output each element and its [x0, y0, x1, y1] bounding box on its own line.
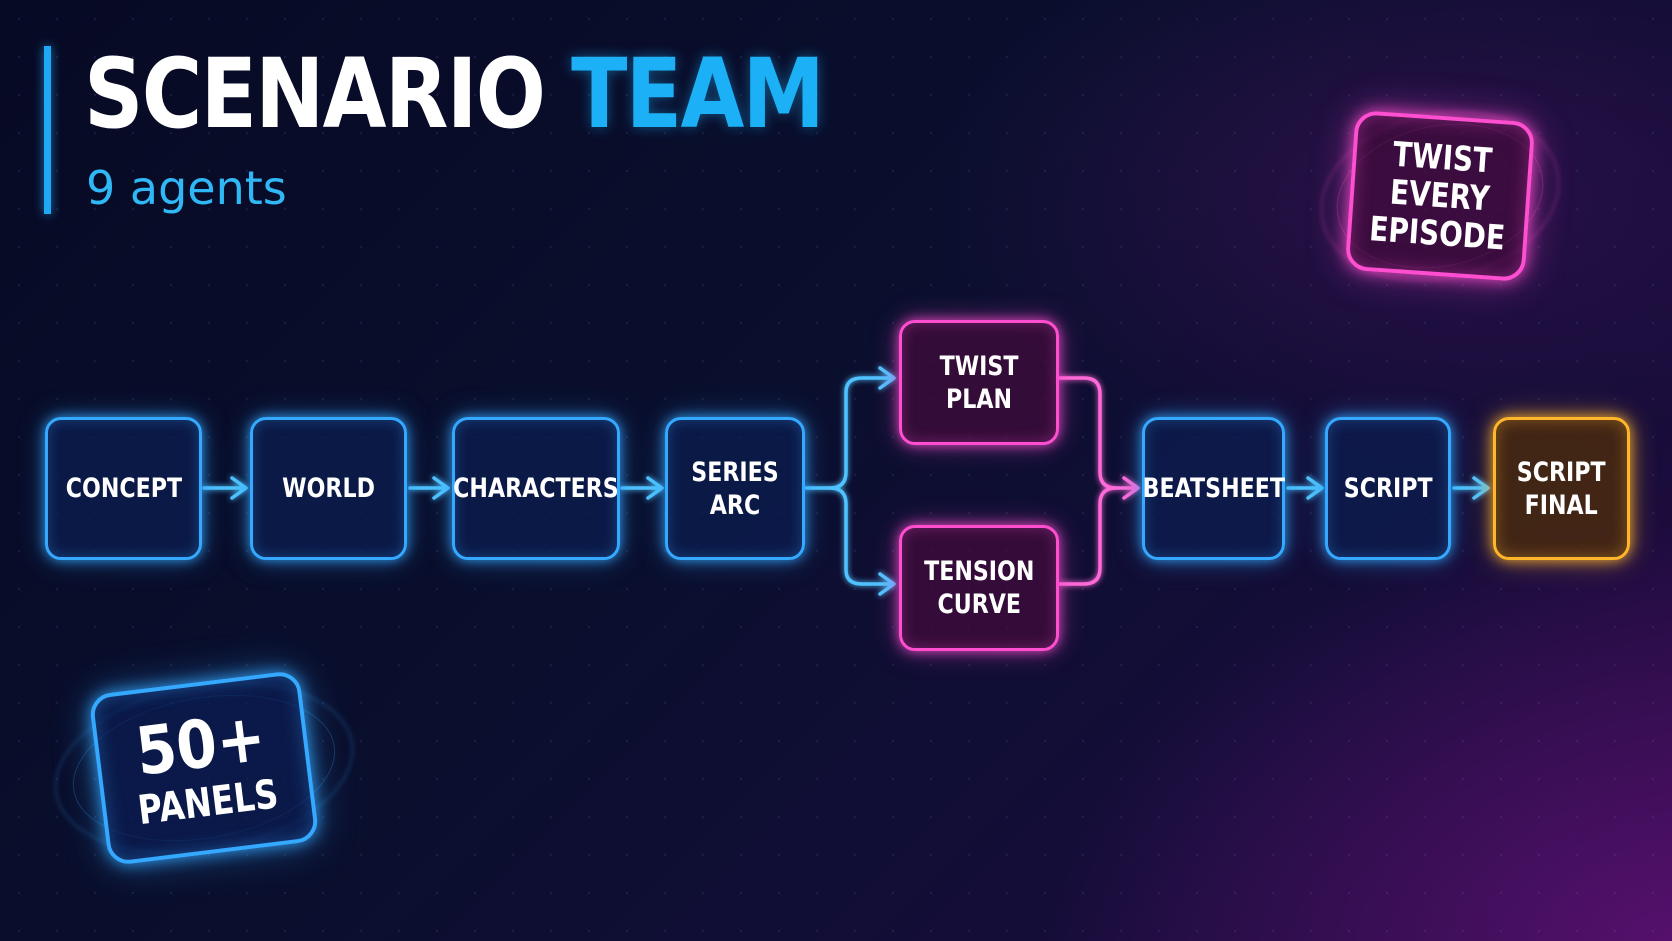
- edge-series-arc-tension-curve: [828, 486, 896, 596]
- node-beatsheet-label: BEATSHEET: [1142, 473, 1285, 504]
- title-main: SCENARIO: [84, 38, 546, 150]
- edge-characters-series-arc: [620, 476, 664, 500]
- twist-every-episode-badge: TWIST EVERY EPISODE: [1344, 109, 1536, 283]
- panels-count-badge: 50+ PANELS: [88, 669, 320, 867]
- edge-beatsheet-script: [1286, 476, 1324, 500]
- node-script[interactable]: SCRIPT: [1325, 417, 1451, 560]
- node-script-final-label: SCRIPT FINAL: [1517, 456, 1606, 521]
- node-characters-label: CHARACTERS: [453, 473, 619, 504]
- node-characters[interactable]: CHARACTERS: [452, 417, 620, 560]
- title-accent: TEAM: [571, 38, 825, 150]
- edge-tension-curve-beatsheet: [1058, 486, 1118, 586]
- page-subtitle: 9 agents: [86, 161, 287, 215]
- node-twist-plan[interactable]: TWIST PLAN: [899, 320, 1059, 445]
- edge-twist-plan-beatsheet: [1058, 376, 1140, 500]
- twist-badge-text: TWIST EVERY EPISODE: [1368, 134, 1507, 259]
- page-title: SCENARIO TEAM: [84, 38, 825, 150]
- edge-series-arc-twist-plan: [804, 366, 896, 490]
- node-tension-curve-label: TENSION CURVE: [923, 556, 1035, 620]
- node-script-final[interactable]: SCRIPT FINAL: [1493, 417, 1630, 560]
- node-concept-label: CONCEPT: [65, 473, 182, 504]
- edge-script-script-final: [1452, 476, 1490, 500]
- node-twist-plan-label: TWIST PLAN: [939, 350, 1019, 415]
- node-world-label: WORLD: [282, 473, 375, 504]
- node-beatsheet[interactable]: BEATSHEET: [1142, 417, 1285, 560]
- node-world[interactable]: WORLD: [250, 417, 407, 560]
- node-series-arc[interactable]: SERIES ARC: [665, 417, 805, 560]
- node-concept[interactable]: CONCEPT: [45, 417, 202, 560]
- node-series-arc-label: SERIES ARC: [691, 456, 779, 521]
- edge-world-characters: [408, 476, 450, 500]
- title-accent-bar: [44, 46, 51, 214]
- node-script-label: SCRIPT: [1343, 473, 1433, 504]
- node-tension-curve[interactable]: TENSION CURVE: [899, 525, 1059, 651]
- edge-concept-world: [202, 476, 248, 500]
